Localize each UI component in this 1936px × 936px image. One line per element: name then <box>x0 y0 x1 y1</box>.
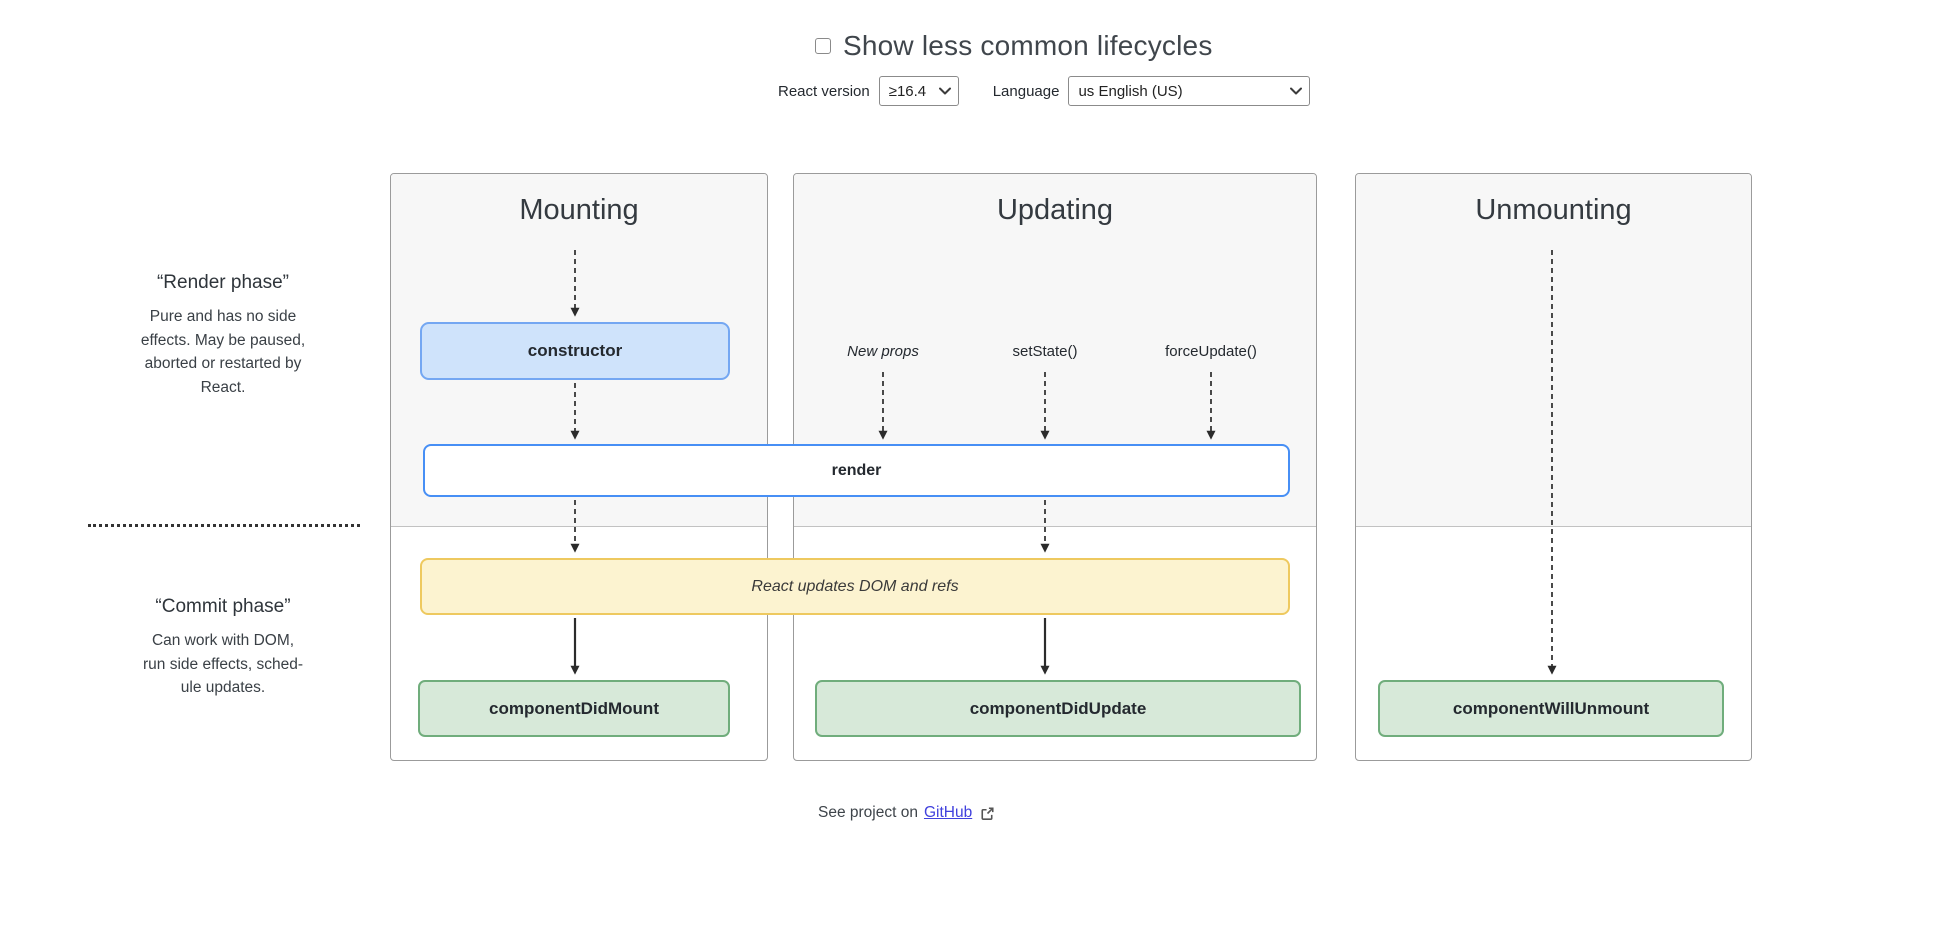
react-version-label: React version <box>778 82 870 100</box>
constructor-box[interactable]: constructor <box>420 322 730 380</box>
render-phase-panel: “Render phase” Pure and has no side effe… <box>85 272 361 399</box>
footer-text: See project on <box>818 804 918 821</box>
language-value: us English (US) <box>1078 82 1183 100</box>
mounting-title: Mounting <box>519 194 639 226</box>
react-version-select[interactable]: ≥16.4 <box>878 76 959 106</box>
component-did-mount-box[interactable]: componentDidMount <box>418 680 730 737</box>
render-phase-title: “Render phase” <box>156 272 290 293</box>
force-update-link[interactable]: forceUpdate() <box>1165 343 1257 360</box>
component-did-update-box[interactable]: componentDidUpdate <box>815 680 1301 737</box>
language-label: Language <box>992 82 1060 100</box>
footer: See project on GitHub <box>818 804 995 822</box>
react-updates-dom-box: React updates DOM and refs <box>420 558 1290 615</box>
commit-phase-panel: “Commit phase” Can work with DOM, run si… <box>85 596 361 700</box>
commit-phase-description: Can work with DOM, run side effects, sch… <box>143 632 303 696</box>
language-select[interactable]: us English (US) <box>1068 76 1311 106</box>
github-link[interactable]: GitHub <box>923 804 973 821</box>
react-version-value: ≥16.4 <box>888 82 927 100</box>
render-phase-description: Pure and has no side effects. May be pau… <box>140 308 306 396</box>
show-less-common-checkbox[interactable] <box>815 38 831 54</box>
set-state-link[interactable]: setState() <box>1012 343 1078 360</box>
unmounting-column: Unmounting <box>1355 173 1752 761</box>
new-props-label: New props <box>847 343 919 360</box>
show-less-common-label[interactable]: Show less common lifecycles <box>843 30 1213 61</box>
updating-title: Updating <box>996 194 1114 226</box>
phase-divider-dotted <box>88 524 360 527</box>
render-phase-background <box>1356 174 1751 527</box>
external-link-icon <box>981 806 994 820</box>
chevron-down-icon <box>1290 87 1303 95</box>
render-box[interactable]: render <box>423 444 1290 497</box>
unmounting-title: Unmounting <box>1475 194 1632 226</box>
commit-phase-title: “Commit phase” <box>155 596 291 617</box>
component-will-unmount-box[interactable]: componentWillUnmount <box>1378 680 1724 737</box>
chevron-down-icon <box>938 87 951 95</box>
show-less-common-row: Show less common lifecycles <box>815 30 1213 62</box>
header-controls: React version ≥16.4 Language us English … <box>778 76 1311 106</box>
